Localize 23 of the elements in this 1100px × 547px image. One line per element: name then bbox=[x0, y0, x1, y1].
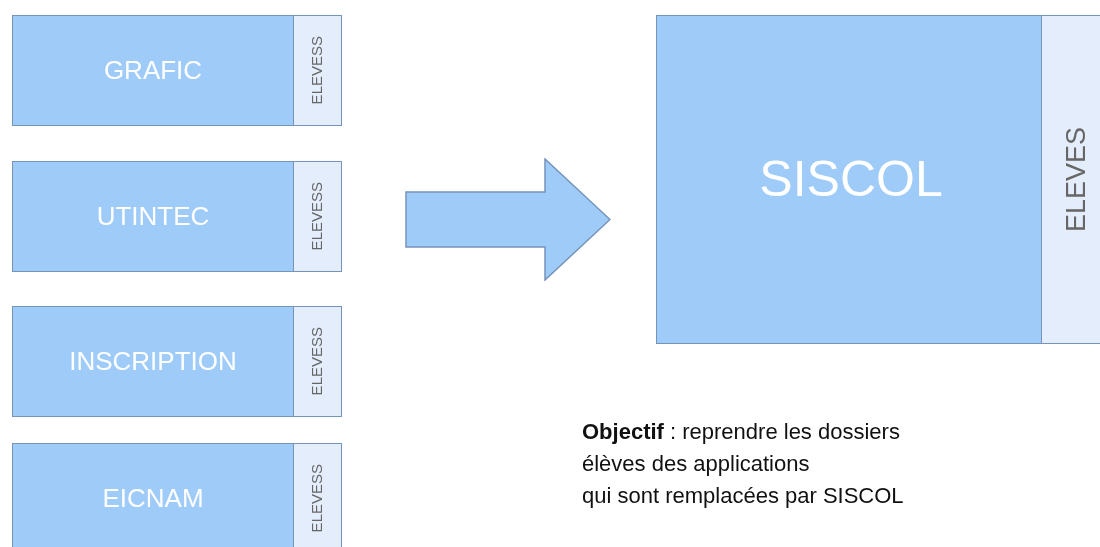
app-name: INSCRIPTION bbox=[69, 345, 237, 378]
app-box bbox=[12, 443, 342, 547]
panel-label: ELEVESS bbox=[307, 327, 327, 396]
app-name: SISCOL bbox=[759, 150, 943, 209]
app-box bbox=[12, 15, 342, 126]
app-box bbox=[12, 306, 342, 417]
panel-label: ELEVESS bbox=[307, 36, 327, 105]
objective-text: qui sont remplacées par SISCOL bbox=[582, 482, 904, 510]
side-panel bbox=[293, 307, 341, 416]
side-panel bbox=[293, 16, 341, 125]
side-panel bbox=[293, 162, 341, 271]
objective-text: élèves des applications bbox=[582, 450, 811, 478]
objective-text: Objectif : reprendre les dossiers bbox=[582, 418, 901, 446]
app-name: EICNAM bbox=[102, 482, 204, 515]
app-box bbox=[656, 15, 1100, 344]
panel-label: ELEVESS bbox=[307, 464, 327, 533]
app-name: GRAFIC bbox=[103, 54, 203, 87]
side-panel bbox=[293, 444, 341, 547]
side-panel bbox=[1041, 16, 1100, 343]
panel-label: ELEVES bbox=[1060, 126, 1093, 233]
app-box bbox=[12, 161, 342, 272]
app-name: UTINTEC bbox=[96, 200, 210, 233]
panel-label: ELEVESS bbox=[307, 182, 327, 251]
